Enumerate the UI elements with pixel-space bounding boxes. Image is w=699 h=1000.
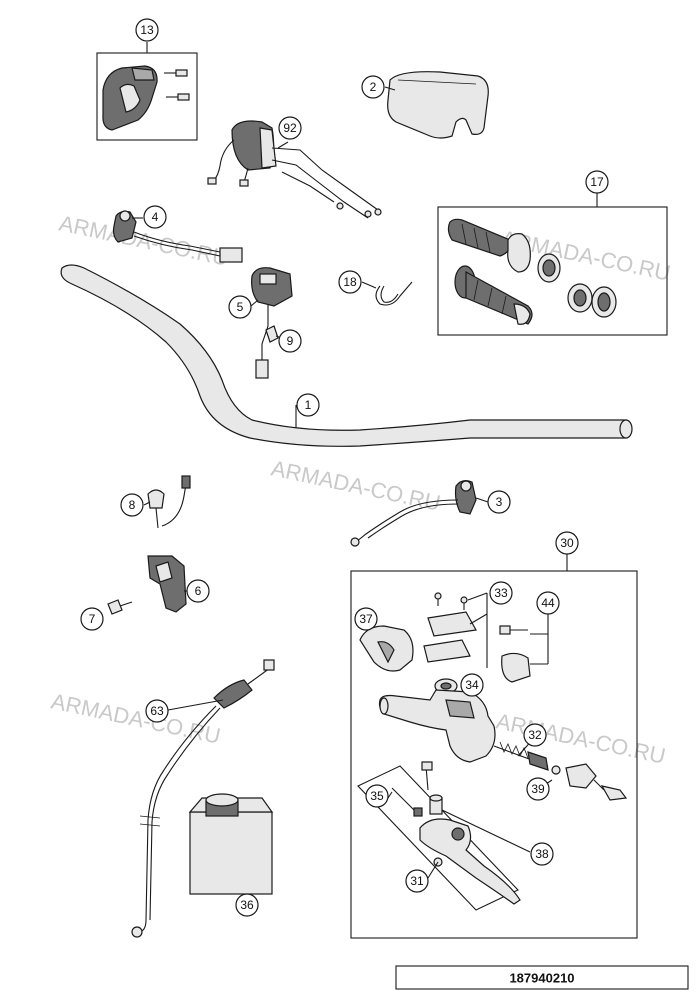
- part-17-grip-set: [437, 193, 668, 336]
- throttle-grip: [447, 218, 531, 273]
- callout-38: 38: [530, 842, 554, 866]
- svg-text:32: 32: [528, 728, 542, 742]
- svg-text:39: 39: [531, 782, 545, 796]
- part-32-piston-kit: [493, 741, 561, 775]
- part-18-cable-tie: [361, 281, 413, 306]
- left-grip: [454, 265, 533, 325]
- callout-35: 35: [365, 784, 389, 808]
- grip-cam-3: [591, 286, 617, 318]
- callout-44: 44: [536, 591, 560, 615]
- svg-text:2: 2: [370, 80, 377, 94]
- part-31-clutch-lever: [419, 818, 521, 905]
- svg-text:30: 30: [560, 536, 574, 550]
- part-37-lever-guard: [359, 625, 414, 672]
- svg-text:36: 36: [240, 898, 254, 912]
- drawing-number-box: 187940210: [395, 965, 689, 990]
- callout-8: 8: [120, 493, 144, 517]
- svg-text:63: 63: [150, 704, 164, 718]
- part-5-map-switch: [250, 267, 293, 379]
- callout-92: 92: [278, 116, 302, 140]
- svg-text:33: 33: [494, 586, 508, 600]
- callout-9: 9: [278, 329, 302, 353]
- callout-17: 17: [585, 170, 609, 194]
- watermark-4: ARMADA-CO.RU: [49, 688, 223, 748]
- part-34-diaphragm: [434, 678, 458, 694]
- part-35-pivot-bolt: [391, 761, 433, 817]
- callout-33: 33: [489, 581, 513, 605]
- callout-32: 32: [523, 723, 547, 747]
- part-36-fluid-bottle: [188, 793, 274, 895]
- lever-sub-box: [357, 765, 519, 911]
- svg-text:34: 34: [465, 678, 479, 692]
- callout-13: 13: [135, 18, 159, 42]
- watermark-3: ARMADA-CO.RU: [269, 455, 443, 515]
- svg-text:44: 44: [541, 596, 555, 610]
- svg-text:5: 5: [237, 300, 244, 314]
- callout-34: 34: [460, 673, 484, 697]
- callout-4: 4: [143, 205, 167, 229]
- callout-37: 37: [354, 607, 378, 631]
- svg-text:7: 7: [89, 612, 96, 626]
- part-30-master-cylinder-box: [350, 554, 638, 939]
- drawing-number: 187940210: [509, 971, 574, 986]
- svg-text:37: 37: [359, 612, 373, 626]
- callout-39: 39: [526, 777, 550, 801]
- svg-text:13: 13: [140, 23, 154, 37]
- part-33-reservoir-cover: [423, 592, 488, 668]
- screw-13b: [166, 93, 190, 101]
- svg-text:4: 4: [152, 210, 159, 224]
- grip-cam-1: [537, 253, 561, 283]
- callout-18: 18: [338, 270, 362, 294]
- part-1-handlebar: [60, 264, 633, 447]
- part-2-handlebar-pad: [384, 71, 489, 139]
- callouts: 13 2 92 4 17 18 5 9 1 8 3 30 6 7 33 44 3…: [80, 18, 609, 917]
- callout-2: 2: [361, 75, 385, 99]
- part-39-boot: [565, 763, 628, 801]
- master-cylinder-body: [378, 689, 496, 763]
- part-63-hydraulic-line: [131, 659, 275, 938]
- part-3-clutch-switch: [350, 480, 489, 547]
- grip-cam-2: [567, 283, 593, 313]
- part-13-switch-housing: [96, 42, 198, 141]
- part-44-clamp: [499, 614, 549, 683]
- svg-text:9: 9: [287, 334, 294, 348]
- callout-3: 3: [487, 490, 511, 514]
- callout-1: 1: [296, 393, 320, 417]
- svg-text:6: 6: [195, 584, 202, 598]
- svg-text:31: 31: [410, 874, 424, 888]
- svg-text:1: 1: [305, 398, 312, 412]
- callout-31: 31: [405, 869, 429, 893]
- svg-text:92: 92: [283, 121, 297, 135]
- part-4-kill-switch: [112, 210, 243, 263]
- svg-text:18: 18: [343, 275, 357, 289]
- callout-30: 30: [555, 531, 579, 555]
- callout-36: 36: [235, 893, 259, 917]
- part-8-button: [143, 475, 191, 529]
- svg-text:38: 38: [535, 847, 549, 861]
- callout-5: 5: [228, 295, 252, 319]
- part-92-throttle-assembly: [207, 120, 382, 219]
- part-7-screw: [107, 599, 133, 615]
- part-6-bracket: [147, 555, 187, 613]
- svg-text:3: 3: [496, 495, 503, 509]
- part-38-bushing: [429, 794, 443, 815]
- callout-7: 7: [80, 607, 104, 631]
- svg-text:35: 35: [370, 789, 384, 803]
- callout-6: 6: [186, 579, 210, 603]
- svg-text:8: 8: [129, 498, 136, 512]
- callout-63: 63: [145, 699, 169, 723]
- watermark-5: ARMADA-CO.RU: [494, 708, 668, 768]
- screw-13a: [164, 69, 188, 77]
- svg-text:17: 17: [590, 175, 604, 189]
